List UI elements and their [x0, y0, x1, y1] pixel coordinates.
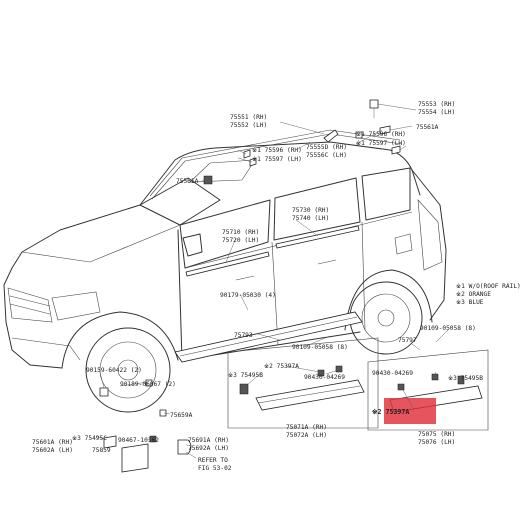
label-75597-lh-left: ※1 75597 (LH) [252, 156, 302, 163]
label-75553: 75553 (RH) [418, 101, 455, 108]
label-75555d: 75555D (RH) [306, 144, 347, 151]
label-75554: 75554 (LH) [418, 109, 455, 116]
label-90467: 90467-10162 [118, 437, 159, 444]
label-75596-rh-right: ※1 75596 (RH) [356, 131, 406, 138]
sunroof-clip [203, 175, 213, 185]
label-75596-rh-left: ※1 75596 (RH) [252, 147, 302, 154]
label-75561a-roof: 75561A [176, 178, 199, 185]
label-75602a: 75602A (LH) [32, 447, 73, 454]
roof-rail-end-cap [369, 99, 379, 118]
label-refer-2: FIG 53-02 [198, 465, 232, 472]
roof-rail-cover-front [323, 129, 339, 143]
leader-lines [95, 103, 463, 459]
label-75397a-right: ※2 75397A [372, 408, 409, 416]
label-75691a: 75691A (RH) [188, 437, 229, 444]
label-legend-1: ※1 W/O(ROOF RAIL) [456, 283, 521, 290]
label-refer-1: REFER TO [198, 457, 228, 464]
detail-box-front-rocker [227, 337, 379, 429]
label-75740: 75740 (LH) [292, 215, 329, 222]
belt-molding-rear [275, 225, 360, 249]
label-90109-mid: 90109-05058 (8) [292, 344, 348, 351]
label-90179: 90179-05030 (4) [220, 292, 276, 299]
detail-box-rear-rocker [367, 349, 489, 431]
label-75075: 75075 (RH) [418, 431, 455, 438]
roof-clip-right [355, 125, 401, 155]
label-75397a-mid: ※2 75397A [264, 363, 299, 370]
label-75556c: 75556C (LH) [306, 152, 347, 159]
label-75601a: 75601A (RH) [32, 439, 73, 446]
label-90159: 90159-60422 (2) [86, 367, 142, 374]
label-75793: 75793 [234, 332, 253, 339]
roof-clip-left [243, 149, 257, 167]
label-90430-right: 90430-04269 [372, 370, 413, 377]
belt-molding-front [185, 251, 270, 277]
label-75071a: 75071A (RH) [286, 424, 327, 431]
label-90109-right: 90109-05058 (8) [420, 325, 476, 332]
label-90430-mid: 90430-04269 [304, 374, 345, 381]
label-90189: 90189-06067 (2) [120, 381, 176, 388]
label-75495b-mid: ※3 75495B [228, 372, 263, 379]
label-75076: 75076 (LH) [418, 439, 455, 446]
label-75720: 75720 (LH) [222, 237, 259, 244]
label-75495b-right: ※3 75495B [448, 375, 483, 382]
label-75859: 75859 [92, 447, 111, 454]
label-75710: 75710 (RH) [222, 229, 259, 236]
mudguard-parts [99, 379, 192, 473]
label-75797: 75797 [398, 337, 417, 344]
label-75551: 75551 (RH) [230, 114, 267, 121]
label-75659a: 75659A [170, 412, 193, 419]
label-legend-3: ※3 BLUE [456, 299, 484, 306]
label-75597-lh-right: ※1 75597 (LH) [356, 140, 406, 147]
vehicle-outline [3, 129, 447, 413]
part-labels: 75553 (RH) 75554 (LH) 75561A ※1 75596 (R… [32, 101, 521, 472]
label-75552: 75552 (LH) [230, 122, 267, 129]
label-75561a-top: 75561A [416, 124, 439, 131]
label-75072a: 75072A (LH) [286, 432, 327, 439]
label-legend-2: ※2 ORANGE [456, 291, 491, 298]
label-75730: 75730 (RH) [292, 207, 329, 214]
label-75692a: 75692A (LH) [188, 445, 229, 452]
label-75495c: ※3 75495C [72, 435, 107, 442]
